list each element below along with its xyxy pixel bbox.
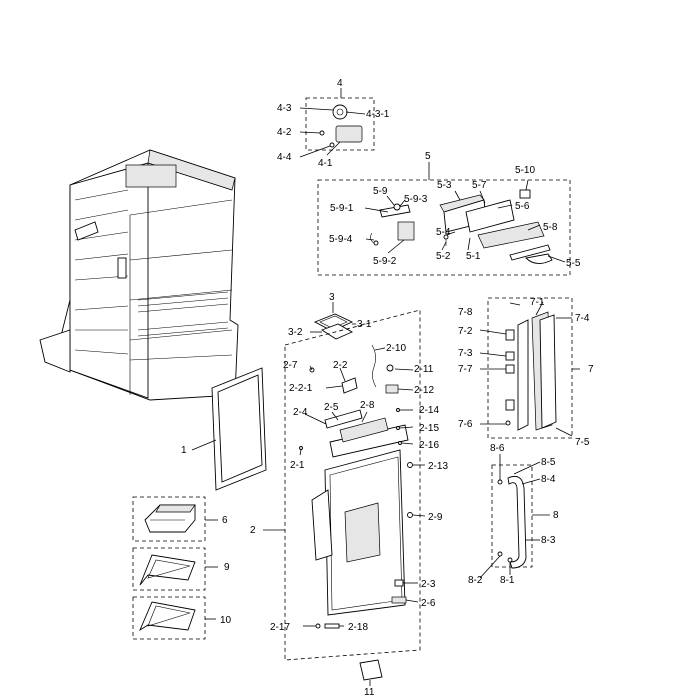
label-4-2: 4-2	[277, 127, 292, 138]
label-7-1: 7-1	[530, 297, 545, 308]
label-2-15: 2-15	[419, 423, 439, 434]
label-7-6: 7-6	[458, 419, 473, 430]
label-9: 9	[224, 562, 230, 573]
part-5-group	[317, 162, 571, 276]
part-7-group	[479, 297, 580, 439]
label-5-4: 5-4	[436, 227, 451, 238]
label-3: 3	[329, 292, 335, 303]
label-5-1: 5-1	[466, 251, 481, 262]
label-8-5: 8-5	[541, 457, 556, 468]
label-7-5: 7-5	[575, 437, 590, 448]
label-8-4: 8-4	[541, 474, 556, 485]
label-8-1: 8-1	[500, 575, 515, 586]
label-2-4: 2-4	[293, 407, 308, 418]
label-2-10: 2-10	[386, 343, 406, 354]
label-5-9-1: 5-9-1	[330, 203, 354, 214]
label-2-13: 2-13	[428, 461, 448, 472]
label-8-6: 8-6	[490, 443, 505, 454]
label-2-3: 2-3	[421, 579, 436, 590]
label-2-7: 2-7	[283, 360, 298, 371]
label-5-10: 5-10	[515, 165, 535, 176]
label-8: 8	[553, 510, 559, 521]
label-5-8: 5-8	[543, 222, 558, 233]
label-4-3-1: 4-3-1	[366, 109, 390, 120]
label-5-7: 5-7	[472, 180, 487, 191]
label-2-17: 2-17	[270, 622, 290, 633]
label-5-6: 5-6	[515, 201, 530, 212]
label-2-2-1: 2-2-1	[289, 383, 313, 394]
label-5-9-2: 5-9-2	[373, 256, 397, 267]
label-2-8: 2-8	[360, 400, 375, 411]
label-5-9-4: 5-9-4	[329, 234, 353, 245]
label-4-1: 4-1	[318, 158, 333, 169]
label-2-11: 2-11	[414, 364, 434, 375]
part-2-group	[263, 309, 426, 661]
refrigerator-cabinet	[39, 149, 239, 401]
part-11	[359, 659, 383, 686]
label-7-7: 7-7	[458, 364, 473, 375]
label-2-18: 2-18	[348, 622, 368, 633]
part-9-group	[132, 547, 218, 591]
label-7-8: 7-8	[458, 307, 473, 318]
label-2-1: 2-1	[290, 460, 305, 471]
label-3-1: 3-1	[357, 319, 372, 330]
label-2-2: 2-2	[333, 360, 348, 371]
label-2-6: 2-6	[421, 598, 436, 609]
label-7-4: 7-4	[575, 313, 590, 324]
label-8-3: 8-3	[541, 535, 556, 546]
label-2-9: 2-9	[428, 512, 443, 523]
label-6: 6	[222, 515, 228, 526]
label-2-14: 2-14	[419, 405, 439, 416]
label-4-4: 4-4	[277, 152, 292, 163]
label-2: 2	[250, 525, 256, 536]
label-5-2: 5-2	[436, 251, 451, 262]
label-1: 1	[181, 445, 187, 456]
label-2-16: 2-16	[419, 440, 439, 451]
label-4: 4	[337, 78, 343, 89]
label-5-9: 5-9	[373, 186, 388, 197]
part-3-group	[310, 302, 356, 340]
part-10-group	[132, 596, 216, 640]
label-2-12: 2-12	[414, 385, 434, 396]
label-5: 5	[425, 151, 431, 162]
label-11: 11	[364, 687, 375, 698]
part-1-gasket	[191, 367, 267, 491]
part-8-group	[479, 454, 550, 579]
label-5-3: 5-3	[437, 180, 452, 191]
label-7-2: 7-2	[458, 326, 473, 337]
label-4-3: 4-3	[277, 103, 292, 114]
label-5-9-3: 5-9-3	[404, 194, 428, 205]
label-7-3: 7-3	[458, 348, 473, 359]
part-6-group	[132, 496, 218, 542]
label-3-2: 3-2	[288, 327, 303, 338]
label-10: 10	[220, 615, 232, 626]
label-2-5: 2-5	[324, 402, 339, 413]
label-8-2: 8-2	[468, 575, 483, 586]
label-7: 7	[588, 364, 594, 375]
part-4-group	[299, 88, 375, 158]
label-5-5: 5-5	[566, 258, 581, 269]
